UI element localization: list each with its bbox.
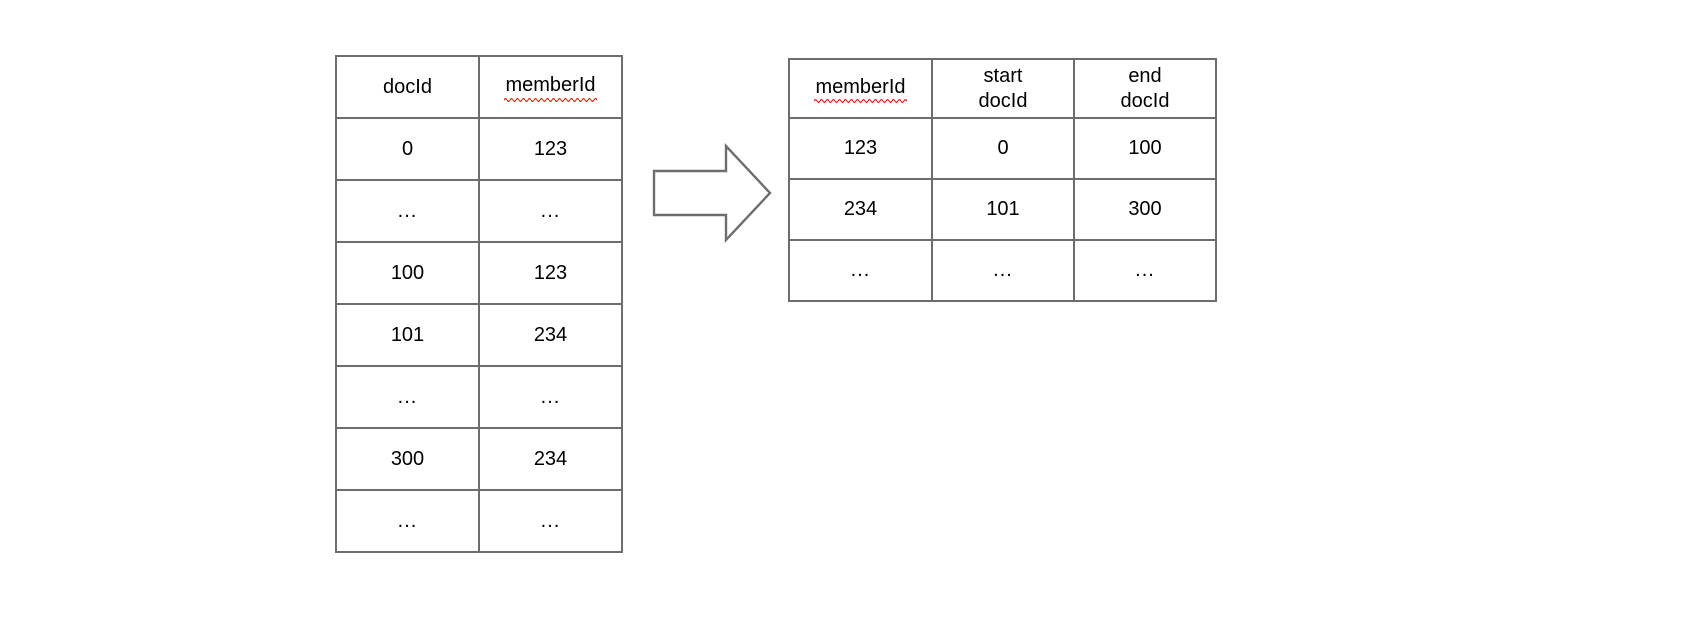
source-header-label-docid: docId	[383, 75, 432, 98]
cell-text: ...	[993, 259, 1013, 282]
cell-text: ...	[397, 509, 418, 532]
source-cell-memberid: 234	[478, 303, 623, 367]
cell-text: 234	[533, 447, 568, 470]
cell-text: ...	[540, 509, 561, 532]
result-header-label-start-line2: docId	[978, 89, 1028, 112]
source-cell-docid: ...	[335, 365, 480, 429]
result-cell-memberid: ...	[788, 239, 933, 302]
source-cell-memberid: ...	[478, 489, 623, 553]
cell-text: 0	[401, 137, 414, 160]
table-row: 101 234	[335, 303, 623, 367]
result-table-header-row: memberId start docId end docId	[788, 58, 1217, 119]
table-row: ... ... ...	[788, 239, 1217, 302]
source-cell-memberid: 123	[478, 241, 623, 305]
cell-text: ...	[540, 385, 561, 408]
result-header-label-end-line2: docId	[1120, 89, 1170, 112]
result-cell-enddocid: ...	[1073, 239, 1217, 302]
source-cell-docid: 100	[335, 241, 480, 305]
table-row: 100 123	[335, 241, 623, 305]
cell-text: 300	[1128, 198, 1162, 221]
cell-text: 300	[390, 447, 425, 470]
source-cell-docid: 101	[335, 303, 480, 367]
cell-text: 123	[533, 261, 568, 284]
source-cell-docid: ...	[335, 489, 480, 553]
source-header-cell-memberid: memberId	[478, 55, 623, 119]
source-cell-memberid: 234	[478, 427, 623, 491]
result-cell-startdocid: 101	[931, 178, 1075, 241]
cell-text: 100	[390, 261, 425, 284]
cell-text: ...	[397, 385, 418, 408]
cell-text: ...	[1135, 259, 1155, 282]
table-row: 123 0 100	[788, 117, 1217, 180]
result-header-label-start-line1: start	[983, 65, 1023, 88]
result-table: memberId start docId end docId 123 0	[788, 58, 1217, 302]
table-row: ... ...	[335, 489, 623, 553]
result-cell-enddocid: 100	[1073, 117, 1217, 180]
cell-text: ...	[850, 259, 871, 282]
table-row: ... ...	[335, 365, 623, 429]
block-arrow-right-icon	[652, 142, 772, 244]
source-cell-docid: 0	[335, 117, 480, 181]
result-header-cell-startdocid: start docId	[931, 58, 1075, 119]
source-cell-memberid: 123	[478, 117, 623, 181]
result-header-cell-enddocid: end docId	[1073, 58, 1217, 119]
cell-text: ...	[540, 199, 561, 222]
source-table-header-row: docId memberId	[335, 55, 623, 119]
result-cell-memberid: 123	[788, 117, 933, 180]
result-header-cell-memberid: memberId	[788, 58, 933, 119]
cell-text: 100	[1128, 137, 1162, 160]
source-cell-memberid: ...	[478, 365, 623, 429]
source-cell-memberid: ...	[478, 179, 623, 243]
table-row: ... ...	[335, 179, 623, 243]
cell-text: 234	[533, 323, 568, 346]
result-cell-enddocid: 300	[1073, 178, 1217, 241]
cell-text: ...	[397, 199, 418, 222]
table-row: 0 123	[335, 117, 623, 181]
result-cell-startdocid: 0	[931, 117, 1075, 180]
result-cell-startdocid: ...	[931, 239, 1075, 302]
source-table: docId memberId 0 123 ... ...	[335, 55, 623, 553]
table-row: 300 234	[335, 427, 623, 491]
result-header-label-end-line1: end	[1128, 65, 1162, 88]
cell-text: 101	[390, 323, 425, 346]
result-header-label-memberid: memberId	[814, 75, 907, 104]
source-cell-docid: ...	[335, 179, 480, 243]
source-header-cell-docid: docId	[335, 55, 480, 119]
cell-text: 123	[843, 137, 878, 160]
source-cell-docid: 300	[335, 427, 480, 491]
result-cell-memberid: 234	[788, 178, 933, 241]
cell-text: 123	[533, 137, 568, 160]
cell-text: 234	[843, 198, 878, 221]
table-row: 234 101 300	[788, 178, 1217, 241]
cell-text: 101	[986, 198, 1020, 221]
cell-text: 0	[997, 137, 1009, 160]
source-header-label-memberid: memberId	[504, 73, 597, 103]
